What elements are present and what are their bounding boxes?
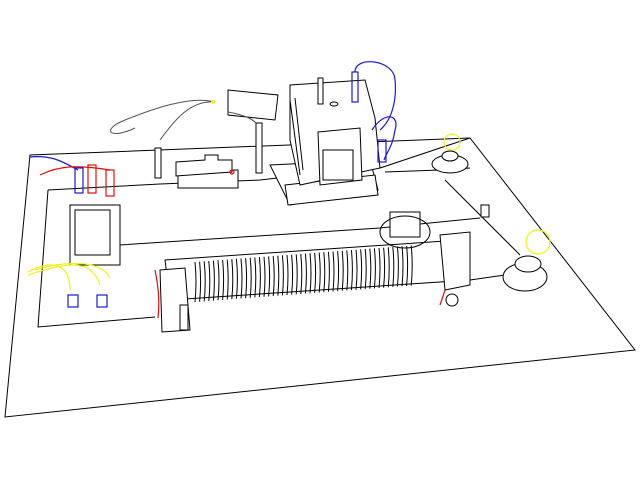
coil-turn	[194, 261, 197, 303]
coil-turn	[309, 253, 312, 294]
yellow-connector	[211, 100, 215, 104]
circuit-wire-lower	[469, 274, 506, 281]
coil-turn	[355, 249, 358, 290]
coil-turn	[281, 255, 284, 296]
coil-turn	[245, 258, 248, 299]
coil-turn	[323, 252, 326, 293]
coil-turn	[231, 259, 234, 300]
lamp-right[interactable]	[502, 229, 551, 292]
coil-turn	[383, 247, 386, 288]
power-supply[interactable]	[269, 71, 381, 206]
meter-box[interactable]	[227, 89, 279, 121]
coil-turn	[240, 258, 243, 299]
coil-turn	[327, 251, 330, 292]
red-plug-left	[87, 164, 97, 194]
coil-turn	[300, 253, 303, 294]
coil-turn	[392, 246, 395, 287]
coil-turn	[337, 251, 340, 292]
terminal-post	[480, 204, 490, 218]
coil-turn	[364, 249, 367, 290]
coil-turn	[217, 260, 220, 301]
rheostat[interactable]	[159, 211, 471, 333]
coil-turn	[401, 246, 404, 287]
coil-turn	[378, 247, 381, 289]
coil-turn	[332, 251, 335, 292]
circuit-wire-left	[37, 189, 156, 328]
coil-turn	[235, 258, 238, 299]
red-plug-left-2	[105, 169, 115, 197]
blue-wire-supply-2	[371, 116, 397, 161]
rheostat-coil	[194, 245, 413, 303]
coil-turn	[268, 256, 271, 297]
coil-turn	[318, 252, 321, 293]
coil-turn	[263, 256, 266, 297]
blue-plug-bottom-1	[67, 294, 79, 308]
coil-turn	[254, 257, 257, 298]
coil-turn	[203, 261, 206, 302]
coil-turn	[304, 253, 307, 294]
plug-right	[255, 122, 263, 174]
red-wire-left	[39, 166, 111, 176]
coil-turn	[369, 248, 372, 289]
coil-turn	[212, 260, 215, 301]
circuit-wire-top	[47, 175, 296, 191]
coil-turn	[396, 246, 399, 287]
coil-turn	[277, 255, 280, 296]
coil-turn	[314, 252, 317, 293]
blue-plug-left	[74, 167, 84, 194]
blue-plug-bottom-2	[96, 294, 108, 308]
coil-turn	[387, 247, 390, 288]
knife-switch[interactable]	[175, 154, 239, 189]
coil-turn	[226, 259, 229, 300]
coil-turn	[360, 249, 363, 290]
lamp-top[interactable]	[431, 133, 469, 174]
coil-turn	[291, 254, 294, 295]
coil-turn	[373, 248, 376, 289]
coil-turn	[341, 250, 344, 291]
coil-turn	[295, 254, 298, 295]
circuit-wire-mid	[119, 217, 481, 246]
coil-turn	[258, 257, 261, 298]
blue-wire-supply	[354, 61, 397, 131]
coil-turn	[249, 257, 252, 298]
coil-turn	[208, 260, 211, 301]
circuit-wire-right-top	[379, 137, 471, 169]
coil-turn	[346, 250, 349, 291]
coil-turn	[222, 259, 225, 300]
yellow-wires-left	[27, 262, 111, 291]
red-wire-rheostat	[154, 269, 160, 319]
red-wire-rheostat-2	[439, 289, 446, 306]
coil-turn	[286, 254, 289, 296]
coil-turn	[406, 245, 409, 286]
double-pole-switch[interactable]	[69, 204, 121, 266]
blue-wire-left	[29, 155, 79, 171]
coil-turn	[350, 250, 353, 291]
coil-turn	[199, 261, 202, 302]
plug-left	[154, 147, 162, 179]
blue-plug	[377, 139, 387, 163]
coil-turn	[410, 245, 413, 286]
coil-turn	[272, 256, 275, 297]
